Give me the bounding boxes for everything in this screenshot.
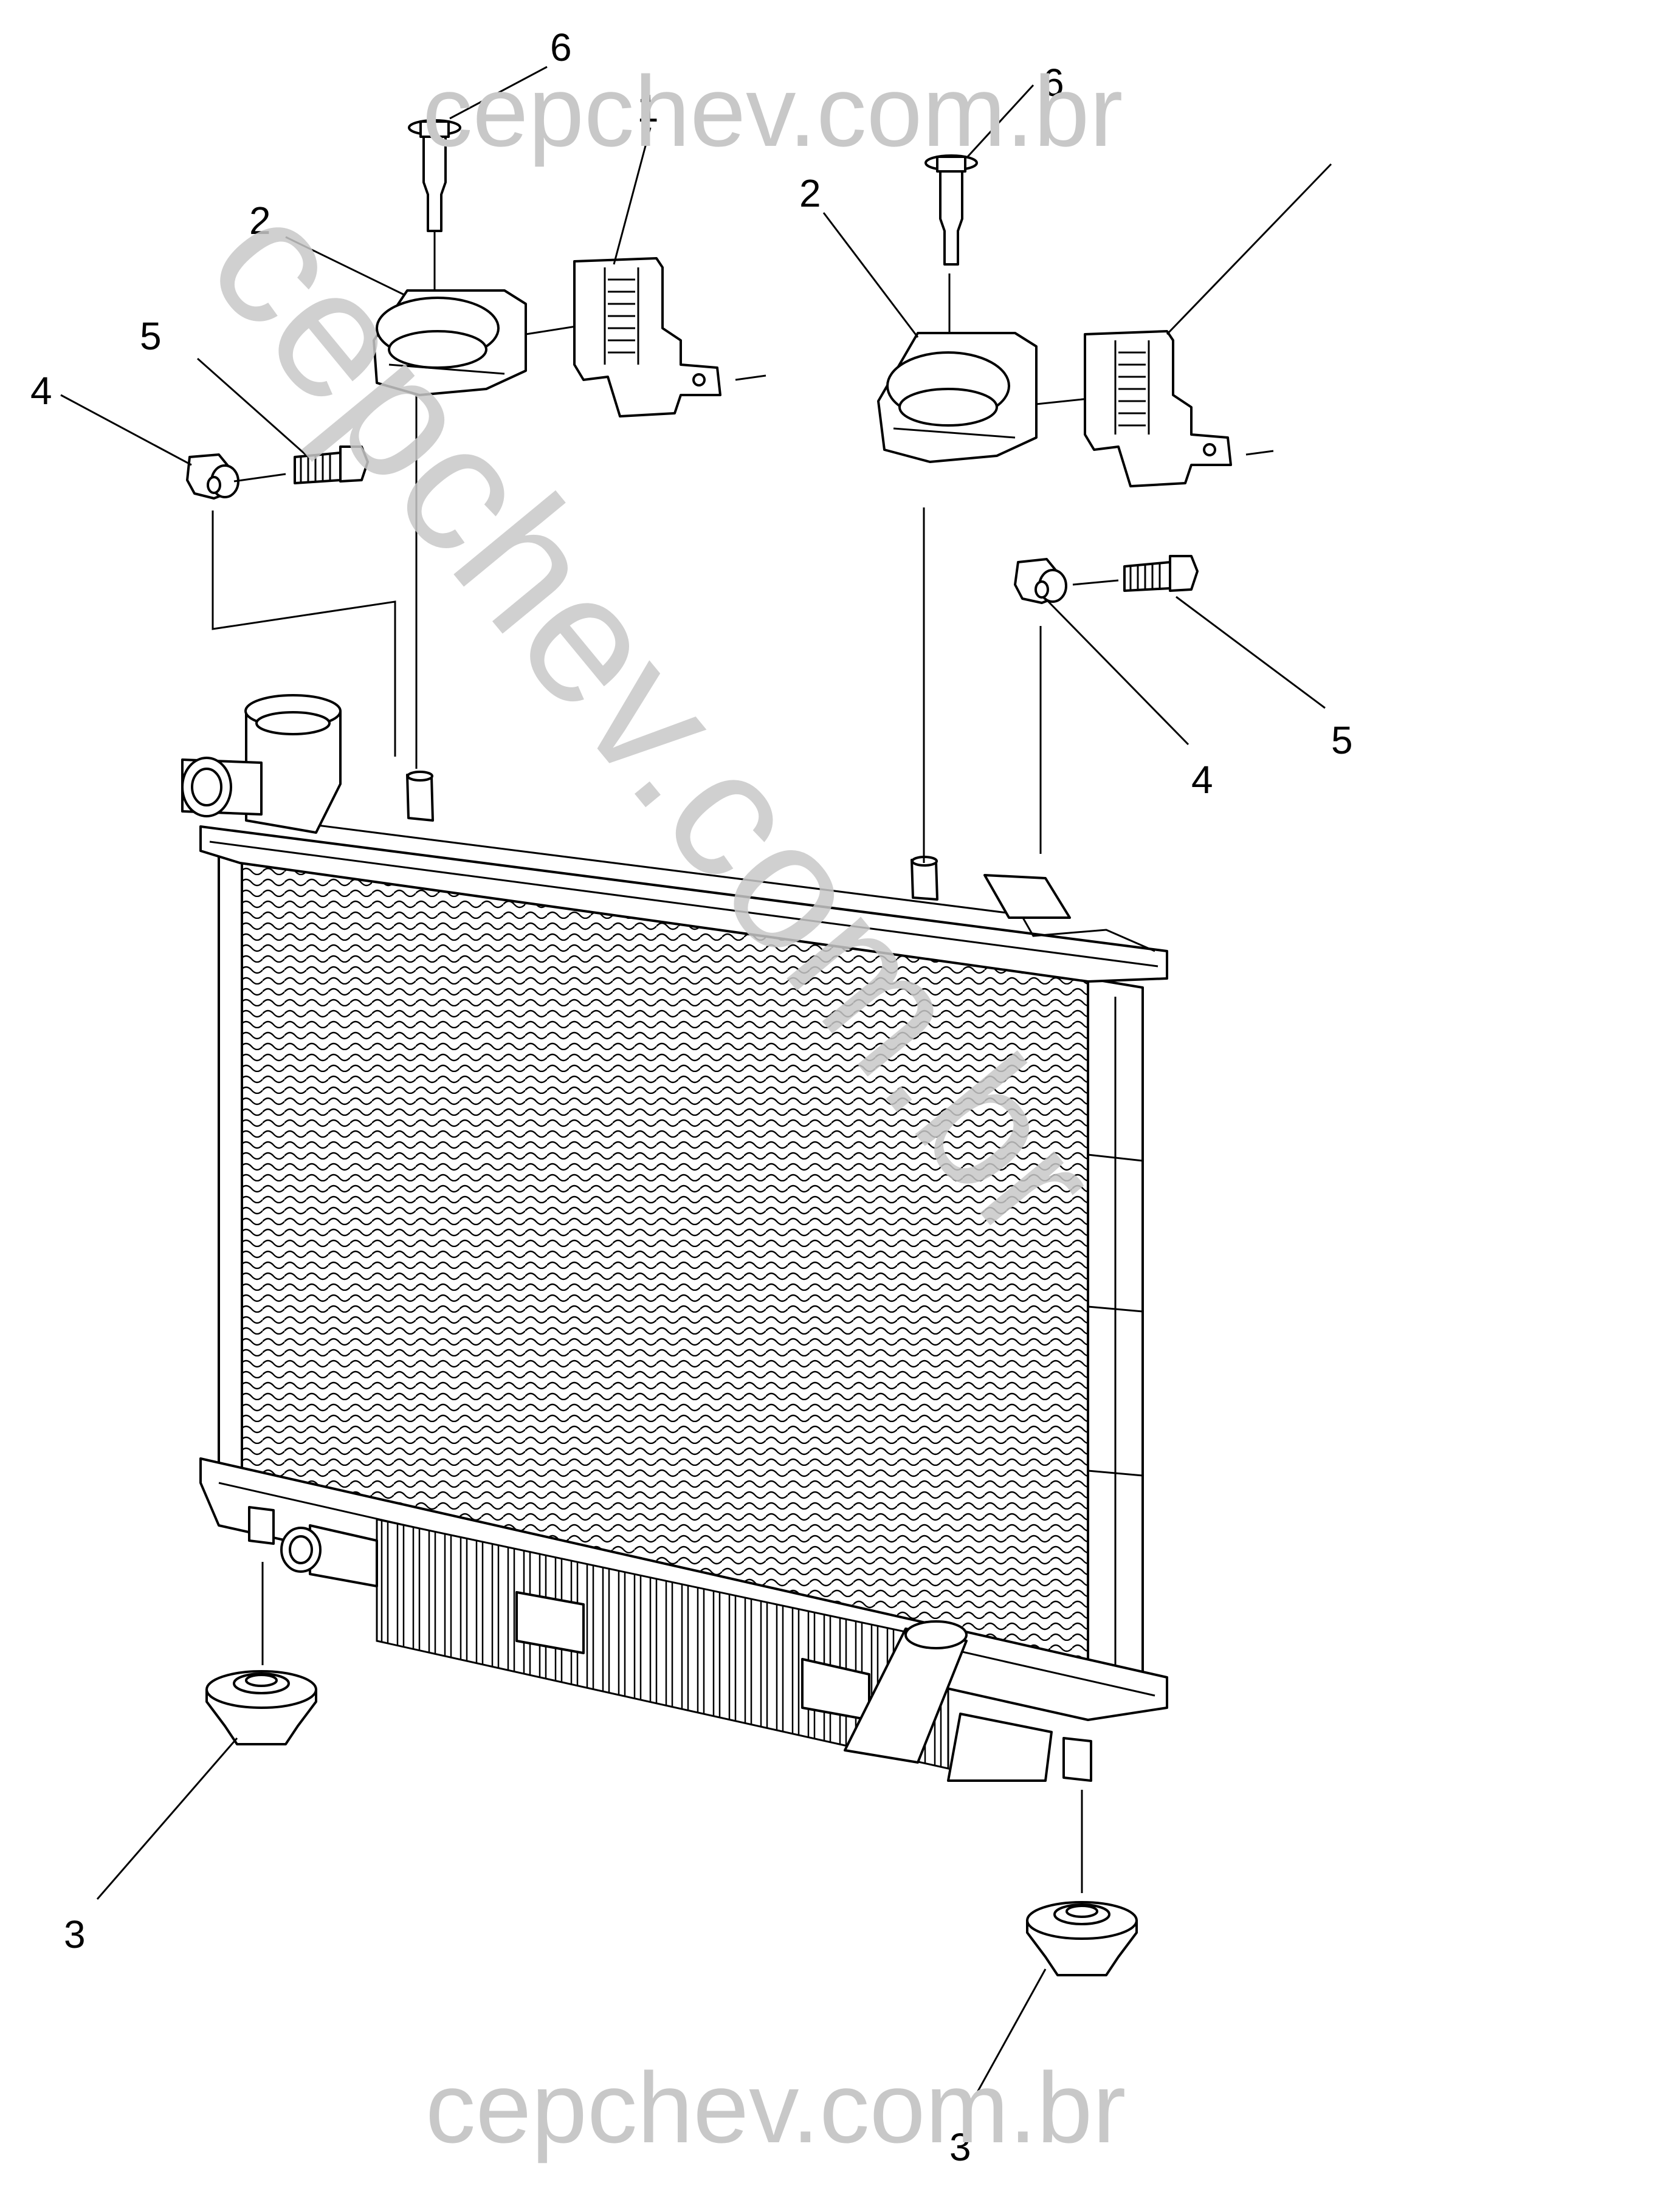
bolt-6-left	[408, 119, 461, 232]
callout-2-right: 2	[799, 171, 821, 215]
bolt-5-left	[294, 445, 369, 484]
right-upper-mount	[877, 154, 1274, 863]
upper-insulator-right	[877, 332, 1038, 463]
callout-2-left: 2	[249, 199, 271, 242]
callout-1: 1	[637, 86, 659, 130]
callout-labels: 1 2 2 3 3 4 4 5 5 6 6	[30, 26, 1353, 2169]
top-pin-left	[406, 771, 434, 822]
radiator	[181, 694, 1168, 1782]
top-pin-right	[911, 856, 938, 901]
bolt-6-right	[924, 154, 978, 266]
callout-3-right: 3	[949, 2125, 971, 2169]
bolt-5-right	[1123, 555, 1199, 592]
upper-insulator-left	[373, 289, 527, 396]
leader-lines	[60, 66, 1332, 2112]
lower-insulator-left	[205, 1670, 317, 1745]
nut-clip-right	[1014, 558, 1067, 604]
callout-3-left: 3	[64, 1913, 86, 1956]
filler-neck	[181, 694, 342, 834]
watermark-bottom: cepchev.com.br	[425, 2052, 1126, 2164]
nut-clip-left	[186, 453, 239, 500]
callout-6-left: 6	[550, 26, 572, 69]
callout-6-right: 6	[1042, 61, 1064, 105]
watermark-top: cepchev.com.br	[422, 55, 1123, 167]
upper-bracket-clip	[573, 257, 721, 418]
callout-4-left: 4	[30, 369, 52, 413]
lower-insulator-right	[1026, 1901, 1138, 1976]
upper-bracket-clip-right	[1084, 330, 1232, 487]
callout-5-left: 5	[140, 314, 162, 358]
callout-5-right: 5	[1331, 718, 1353, 762]
left-side-tank	[218, 850, 243, 1521]
left-upper-mount	[186, 119, 766, 769]
outlet-pipe	[844, 1620, 1053, 1782]
callout-4-right: 4	[1191, 758, 1213, 802]
